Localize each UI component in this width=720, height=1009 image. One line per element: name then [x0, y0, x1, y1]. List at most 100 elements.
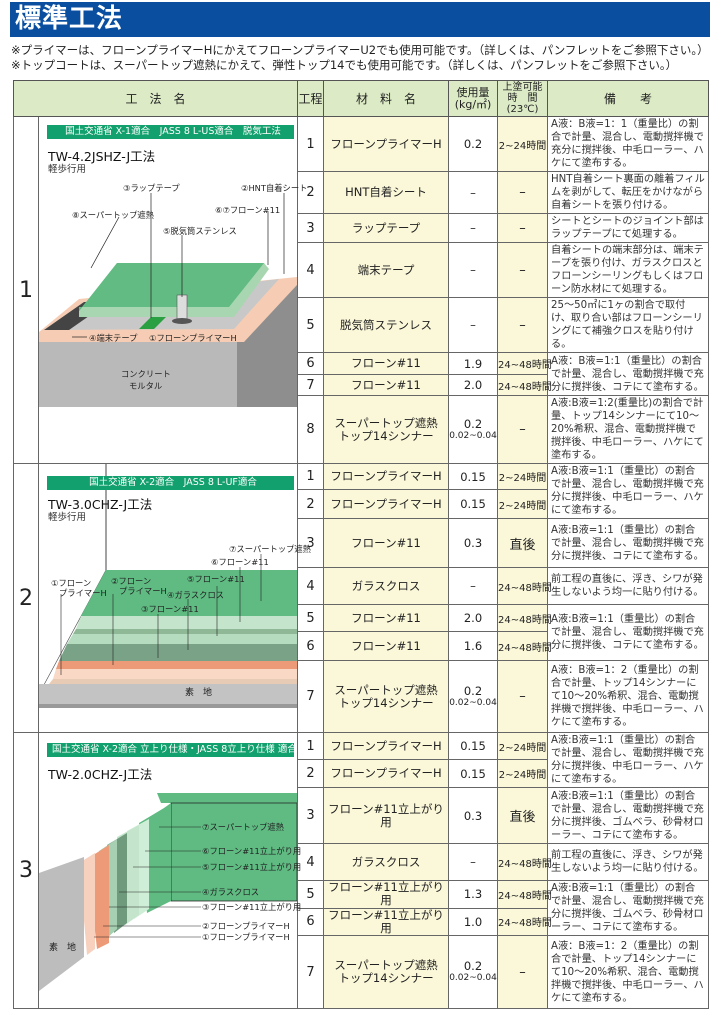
material-name: ガラスクロス [323, 843, 450, 881]
recoat-time: – [497, 213, 549, 243]
usage-amount: 1.3 [448, 880, 499, 909]
method-diagram-cell: 国土交通省 X-2適合 JASS 8 L-UF適合 TW-3.0CHZ-J工法 … [37, 463, 311, 733]
header-step: 工程 [297, 80, 325, 117]
usage-amount: 0.15 [448, 489, 499, 519]
label-l7: ⑦スーパートップ遮熱 [202, 822, 285, 832]
material-name: フローン#11 [323, 631, 450, 661]
recoat-time: – [497, 395, 549, 464]
step-number: 4 [297, 843, 325, 881]
remarks: A液:B液=1:1（重量比）の割合で計量、混合し、電動撹拌機で充分に撹拌後、ゴム… [547, 880, 710, 936]
usage-amount: 2.0 [448, 604, 499, 632]
diagram-3-drawing [39, 793, 297, 991]
table-row: 3 国土交通省 X-2適合 立上り仕様・JASS 8立上り仕様 適合 TW-2.… [13, 732, 710, 1009]
step-number: 5 [297, 604, 325, 632]
step-number: 7 [297, 374, 325, 396]
material-name: スーパートップ遮熱トップ14シンナー [323, 395, 450, 464]
label-l6: ⑥フローン#11立上がり用 [202, 846, 302, 856]
header-material: 材 料 名 [323, 80, 450, 117]
material-name: フローンプライマーH [323, 489, 450, 519]
label-l5: ⑤フローン#11立上がり用 [202, 862, 302, 872]
recoat-time: 2~24時間 [497, 489, 549, 519]
note-primer: ※プライマーは、フローンプライマーHにかえてフローンプライマーU2でも使用可能で… [11, 43, 709, 57]
usage-amount: – [448, 843, 499, 881]
label-l7: ⑦スーパートップ遮熱 [229, 544, 312, 554]
material-name: フローン#11立上がり用 [323, 907, 450, 936]
diagram-section-1: 国土交通省 X-1適合 JASS 8 L-US適合 脱気工法 TW-4.2JSH… [39, 117, 307, 463]
recoat-time: – [497, 297, 549, 353]
usage-amount: – [448, 171, 499, 214]
usage-amount: 0.3 [448, 787, 499, 844]
method-use: 軽歩行用 [48, 512, 87, 523]
method-diagram-cell: 国土交通省 X-1適合 JASS 8 L-US適合 脱気工法 TW-4.2JSH… [37, 116, 307, 464]
label-l3: ③フローン#11 [141, 604, 199, 614]
label-l6: ⑥フローン#11 [211, 557, 269, 567]
material-name: フローンプライマーH [323, 759, 450, 788]
step-number: 3 [297, 213, 325, 243]
material-name: フローンプライマーH [323, 732, 450, 760]
step-number: 1 [297, 732, 325, 760]
material-name: ガラスクロス [323, 567, 450, 605]
usage-amount: 1.6 [448, 631, 499, 661]
remarks: 自着シートの端末部分は、端末テープを張り付け、ガラスクロスとフローンシーリングも… [547, 242, 710, 298]
step-number: 7 [297, 660, 325, 733]
label-l3: ③フローン#11立上がり用 [202, 902, 302, 912]
label-l4: ④ガラスクロス [202, 887, 260, 897]
material-name: フローン#11 [323, 352, 450, 375]
remarks: A液：B液=1：2（重量比）の割合で計量、トップ14シンナーにて10～20%希釈… [547, 660, 710, 733]
step-number: 5 [297, 297, 325, 353]
material-name: フローンプライマーH [323, 463, 450, 490]
recoat-time: 2~24時間 [497, 116, 549, 172]
label-l4: ④ガラスクロス [167, 590, 225, 600]
recoat-time: 直後 [497, 518, 549, 568]
recoat-time: 24~48時間 [497, 374, 552, 396]
standard-method-table: 工 法 名 工程 材 料 名 使用量(kg/㎡) 上塗可能時 間(23℃) 備 … [12, 80, 710, 1009]
remarks: A液:B液=1:1（重量比）の割合で計量、混合し、電動撹拌機で充分に撹拌後、コテ… [547, 604, 710, 661]
material-name: 端末テープ [323, 242, 450, 298]
step-number: 1 [297, 116, 325, 172]
recoat-time: 24~48時間 [497, 631, 552, 661]
label-concrete: コンクリート [121, 369, 171, 379]
certification-badge: 国土交通省 X-1適合 JASS 8 L-US適合 脱気工法 [47, 125, 294, 139]
label-wrap-tape: ③ラップテープ [123, 183, 180, 193]
label-substrate: 素 地 [49, 943, 77, 953]
step-number: 7 [297, 935, 325, 1009]
header-remarks: 備 考 [547, 80, 710, 117]
header-usage: 使用量(kg/㎡) [448, 80, 499, 117]
material-name: フローン#11 [323, 374, 450, 396]
recoat-time: 24~48時間 [497, 352, 552, 375]
label-super-top: ⑧スーパートップ遮熱 [72, 210, 155, 220]
label-vent-stainless: ⑤脱気筒ステンレス [163, 226, 237, 236]
recoat-time: – [497, 171, 549, 214]
remarks: HNT自着シート裏面の離着フィルムを剥がして、転圧をかけながら自着シートを張り付… [547, 171, 710, 214]
remarks: 25～50㎡に1ヶの割合で取付け、取り合い部はフローンシーリングにて補強クロスを… [547, 297, 710, 353]
table-row: 2 国土交通省 X-2適合 JASS 8 L-UF適合 TW-3.0CHZ-J工… [13, 463, 710, 733]
material-name: スーパートップ遮熱トップ14シンナー [323, 935, 450, 1009]
usage-amount: 1.0 [448, 907, 499, 936]
recoat-time: – [497, 242, 549, 298]
remarks: A液:B液=1:2(重量比)の割合で計量、トップ14シンナーにて10～20%希釈… [547, 395, 710, 464]
remarks: シートとシートのジョイント部はラップテープにて処理する。 [547, 213, 710, 243]
usage-amount: 0.15 [448, 732, 499, 760]
label-l2b: プライマーH [119, 586, 167, 596]
diagram-1-drawing [39, 193, 297, 407]
material-name: 脱気筒ステンレス [323, 297, 450, 353]
recoat-time: 2~24時間 [497, 732, 549, 760]
method-diagram-cell: 国土交通省 X-2適合 立上り仕様・JASS 8立上り仕様 適合 TW-2.0C… [37, 732, 302, 1009]
section-number: 2 [13, 463, 39, 733]
step-number: 4 [297, 567, 325, 605]
material-name: フローンプライマーH [323, 116, 450, 172]
step-number: 8 [297, 395, 325, 464]
remarks: A液:B液=1:1（重量比）の割合で計量、混合し、電動撹拌機で充分に撹拌後、コテ… [547, 518, 710, 568]
step-number: 3 [297, 787, 325, 844]
usage-amount: 0.15 [448, 463, 499, 490]
table-row: 1 国土交通省 X-1適合 JASS 8 L-US適合 脱気工法 TW-4.2J… [13, 116, 710, 464]
label-hnt-sheet: ②HNT自着シート [241, 183, 308, 193]
